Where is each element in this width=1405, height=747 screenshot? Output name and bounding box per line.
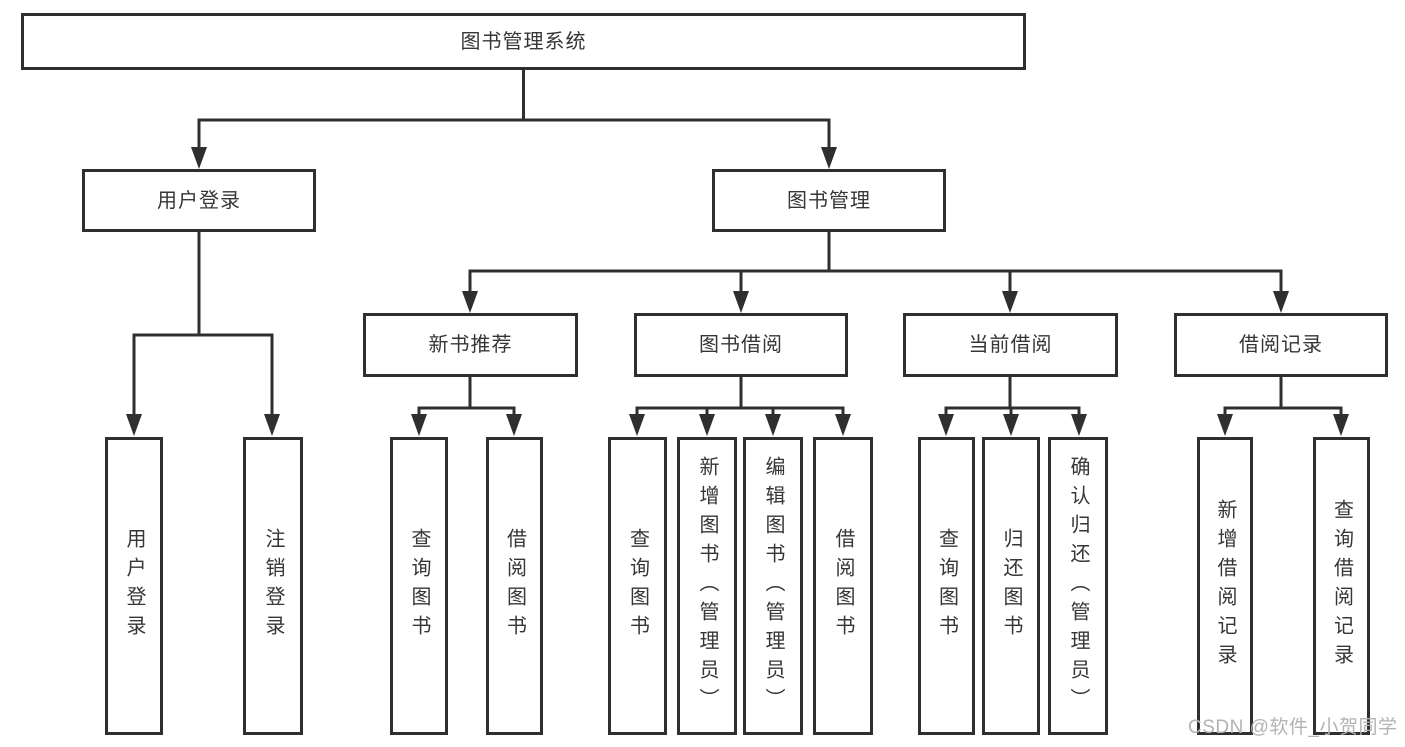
node-leaf-borrow-books-2: 借阅图书 [813, 437, 873, 735]
connector-new-book-branch [417, 377, 516, 417]
node-leaf-confirm-return-admin: 确认归还（管理员） [1048, 437, 1108, 735]
node-user-login: 用户登录 [82, 169, 316, 232]
node-leaf-query-borrow-record: 查询借阅记录 [1313, 437, 1370, 735]
connector-book-mgmt-branch [468, 232, 1283, 294]
arrowheads-book-borrow-branch [629, 414, 851, 436]
node-leaf-query-books-3: 查询图书 [918, 437, 975, 735]
node-leaf-query-books-1: 查询图书 [390, 437, 448, 735]
node-new-book-recommendation: 新书推荐 [363, 313, 578, 377]
arrowheads-level3 [462, 291, 1289, 313]
node-leaf-add-books-admin: 新增图书（管理员） [677, 437, 737, 735]
node-book-management: 图书管理 [712, 169, 946, 232]
arrowheads-level2 [191, 147, 837, 169]
connector-user-login-branch [132, 232, 274, 417]
arrowheads-user-login-branch [126, 414, 280, 436]
arrowheads-current-borrow-branch [938, 414, 1087, 436]
node-leaf-user-login: 用户登录 [105, 437, 163, 735]
node-leaf-add-borrow-record: 新增借阅记录 [1197, 437, 1253, 735]
node-leaf-return-books: 归还图书 [982, 437, 1040, 735]
arrowheads-borrow-record-branch [1217, 414, 1349, 436]
arrowheads-new-book-branch [411, 414, 522, 436]
node-leaf-logout: 注销登录 [243, 437, 303, 735]
node-current-borrowing: 当前借阅 [903, 313, 1118, 377]
node-leaf-borrow-books-1: 借阅图书 [486, 437, 543, 735]
connector-borrow-record-branch [1223, 377, 1343, 417]
node-borrowing-records: 借阅记录 [1174, 313, 1388, 377]
node-book-borrowing: 图书借阅 [634, 313, 848, 377]
node-leaf-edit-books-admin: 编辑图书（管理员） [743, 437, 803, 735]
node-root-library-system: 图书管理系统 [21, 13, 1026, 70]
node-leaf-query-books-2: 查询图书 [608, 437, 667, 735]
connector-current-borrow-branch [944, 377, 1081, 417]
connector-root-to-level2 [197, 70, 831, 150]
csdn-watermark: CSDN @软件_小贺同学 [1188, 717, 1398, 738]
connector-book-borrow-branch [635, 377, 845, 417]
